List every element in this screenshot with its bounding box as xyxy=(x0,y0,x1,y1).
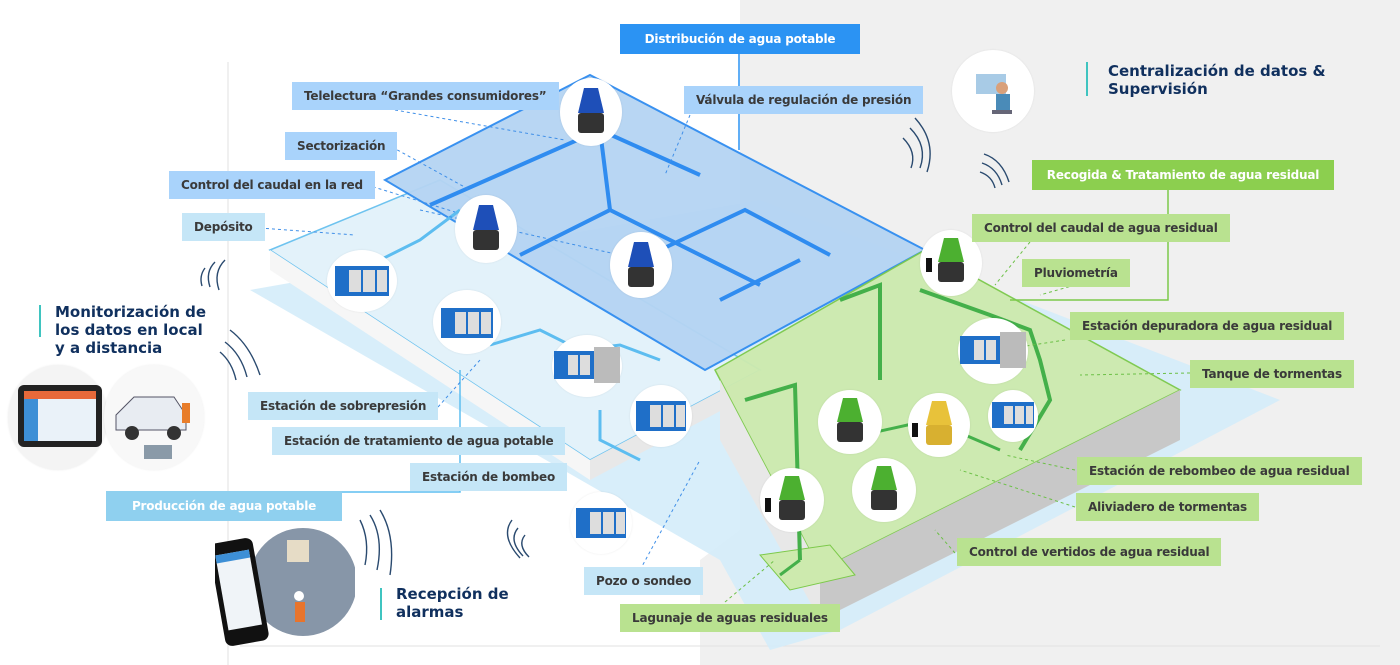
label-sobrepresion: Estación de sobrepresión xyxy=(248,392,439,420)
title-centralization: Centralización de datos & Supervisión xyxy=(1108,62,1326,98)
label-sectorizacion: Sectorización xyxy=(285,132,398,160)
title-line: Recepción de xyxy=(396,585,509,603)
label-control-caudal-red: Control del caudal en la red xyxy=(169,171,375,199)
label-tanque-tormentas: Tanque de tormentas xyxy=(1190,360,1354,388)
smartphone-icon xyxy=(209,520,357,660)
title-line: Monitorización de xyxy=(55,303,207,321)
flow-sensor-green-icon xyxy=(920,230,982,296)
control-room-operator-icon xyxy=(952,50,1034,132)
section-header-wastewater: Recogida & Tratamiento de agua residual xyxy=(1032,160,1334,190)
label-valvula-presion: Válvula de regulación de presión xyxy=(684,86,924,114)
label-lagunaje: Lagunaje de aguas residuales xyxy=(620,604,840,632)
accent-bar xyxy=(1086,62,1088,96)
tablet-icon xyxy=(8,365,108,470)
connector-production xyxy=(340,370,461,493)
label-pluviometria: Pluviometría xyxy=(1022,259,1130,287)
datalogger-icon xyxy=(552,335,622,397)
service-truck-icon xyxy=(104,365,204,470)
title-line: Supervisión xyxy=(1108,80,1208,98)
label-rebombeo: Estación de rebombeo de agua residual xyxy=(1077,457,1362,485)
datalogger-icon xyxy=(630,385,692,447)
label-vertidos: Control de vertidos de agua residual xyxy=(957,538,1222,566)
flow-sensor-yellow-icon xyxy=(908,393,970,457)
flow-sensor-green-icon xyxy=(760,468,824,532)
title-line: los datos en local xyxy=(55,321,203,339)
label-telelectura: Telelectura “Grandes consumidores” xyxy=(292,82,559,110)
label-bombeo: Estación de bombeo xyxy=(410,463,567,491)
datalogger-icon xyxy=(327,250,397,312)
title-monitoring: Monitorización de los datos en local y a… xyxy=(55,303,206,357)
title-line: alarmas xyxy=(396,603,464,621)
datalogger-icon xyxy=(570,492,632,554)
label-pozo: Pozo o sondeo xyxy=(584,567,704,595)
datalogger-icon xyxy=(988,390,1038,442)
title-line: y a distancia xyxy=(55,339,163,357)
label-tratamiento-potable: Estación de tratamiento de agua potable xyxy=(272,427,566,455)
flow-sensor-blue-icon xyxy=(455,195,517,263)
section-header-production: Producción de agua potable xyxy=(106,491,342,521)
label-aliviadero: Aliviadero de tormentas xyxy=(1076,493,1259,521)
title-line: Centralización de datos & xyxy=(1108,62,1326,80)
flow-sensor-blue-icon xyxy=(560,78,622,146)
title-alarms: Recepción de alarmas xyxy=(396,585,509,621)
flow-sensor-blue-icon xyxy=(610,232,672,298)
leader-lines-blue xyxy=(259,109,701,571)
flow-sensor-green-icon xyxy=(818,390,882,454)
section-header-distribution: Distribución de agua potable xyxy=(620,24,860,54)
datalogger-icon xyxy=(433,290,501,354)
accent-bar xyxy=(380,588,382,620)
accent-bar xyxy=(39,305,41,337)
datalogger-icon xyxy=(958,318,1028,384)
wireless-signal-icon xyxy=(200,117,1010,576)
label-control-caudal-residual: Control del caudal de agua residual xyxy=(972,214,1230,242)
label-depuradora: Estación depuradora de agua residual xyxy=(1070,312,1345,340)
label-deposito: Depósito xyxy=(182,213,265,241)
flow-sensor-green-icon xyxy=(852,458,916,522)
